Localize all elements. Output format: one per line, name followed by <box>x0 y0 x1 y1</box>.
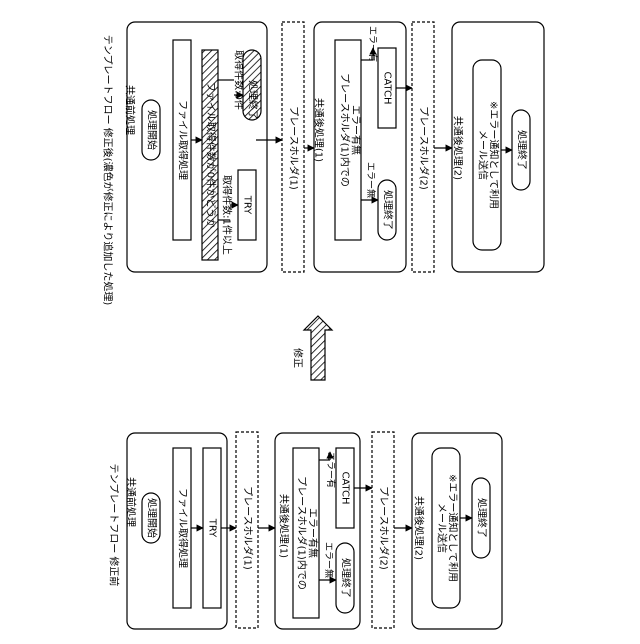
before-ph1: プレースホルダ(1) <box>242 486 255 570</box>
after-pre-end: 処理終了 <box>247 80 260 120</box>
after-pre-check: ファイル取得件数が0件かどうか <box>205 82 218 228</box>
before-post-label: 共通後処理(1) <box>278 494 291 558</box>
after-catch: CATCH <box>382 71 393 104</box>
before-err-no: エラー無 <box>323 542 335 578</box>
before-post-end: 処理終了 <box>340 558 353 598</box>
before-post-ph-line2: エラー有無 <box>307 508 320 558</box>
after-ph2: プレースホルダ(2) <box>418 106 431 190</box>
before-pre-try: TRY <box>207 518 218 538</box>
after-post2-note: ※エラー通知として利用 <box>488 101 501 209</box>
after-post-label: 共通後処理(1) <box>313 98 326 162</box>
after-pre-try: TRY <box>242 195 253 215</box>
after-err-no: エラー無 <box>365 162 377 198</box>
after-post2-label: 共通後処理(2) <box>452 116 465 180</box>
after-pre-more: 取得件数:1件以上 <box>221 175 234 255</box>
before-post2-note: ※エラー通知として利用 <box>447 474 460 582</box>
before-pre-start: 処理開始 <box>146 498 159 538</box>
before-catch: CATCH <box>340 471 351 504</box>
after-ph1: プレースホルダ(1) <box>288 106 301 190</box>
after-post-ph-line2: エラー有無 <box>350 105 363 155</box>
after-post-end: 処理終了 <box>382 190 395 230</box>
after-pre-label: 共通前処理 <box>124 85 137 135</box>
before-ph2: プレースホルダ(2) <box>378 486 391 570</box>
modify-arrow <box>304 316 332 380</box>
before-err-yes: エラー有 <box>325 452 337 488</box>
after-err-yes: エラー有 <box>367 26 379 62</box>
after-title: テンプレートフロー 修正後(濃色が修正により追加した処理) <box>102 35 115 306</box>
after-pre-file: ファイル取得処理 <box>177 100 190 180</box>
before-title: テンプレートフロー 修正前 <box>108 464 121 587</box>
before-post2-end: 処理終了 <box>476 498 489 538</box>
before-pre-file: ファイル取得処理 <box>177 488 190 568</box>
before-pre-label: 共通前処理 <box>125 477 138 527</box>
after-post2-end: 処理終了 <box>516 130 529 170</box>
before-post2-label: 共通後処理(2) <box>413 496 426 560</box>
modify-label: 修正 <box>292 348 305 368</box>
after-pre-start: 処理開始 <box>146 110 159 150</box>
